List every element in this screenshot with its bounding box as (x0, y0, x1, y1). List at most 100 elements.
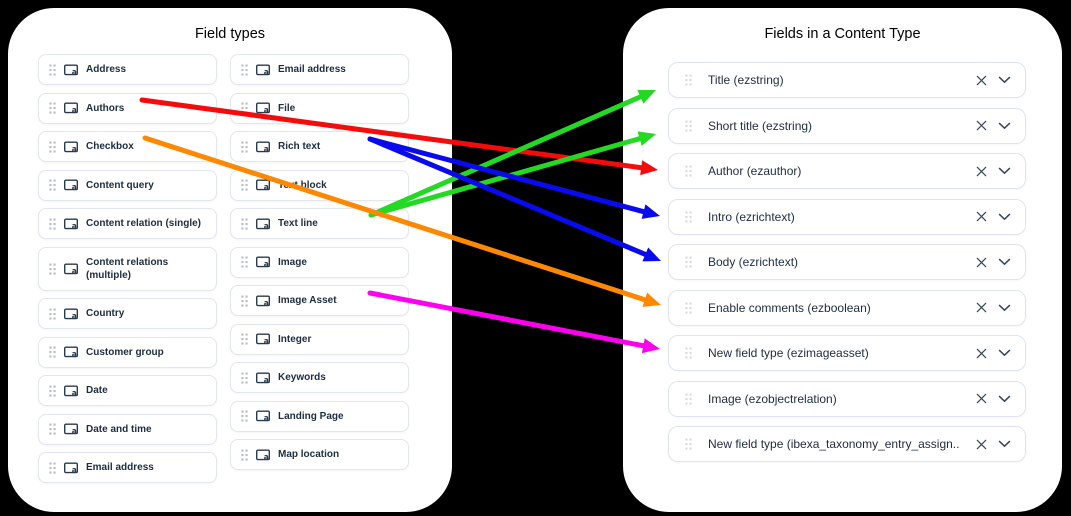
x-icon[interactable] (976, 211, 987, 222)
content-field-label: Image (ezobjectrelation) (708, 391, 837, 406)
field-input-icon: a (64, 179, 78, 191)
content-field-card[interactable]: Image (ezobjectrelation) (668, 380, 1026, 417)
drag-handle-icon[interactable] (49, 263, 56, 275)
drag-handle-icon[interactable] (685, 120, 692, 132)
field-input-icon: a (64, 102, 78, 114)
chevron-down-icon[interactable] (998, 395, 1011, 403)
x-icon[interactable] (976, 75, 987, 86)
field-input-icon: a (256, 449, 270, 461)
svg-text:a: a (72, 465, 77, 473)
drag-handle-icon[interactable] (241, 295, 248, 307)
field-actions (976, 393, 1011, 404)
drag-handle-icon[interactable] (241, 141, 248, 153)
svg-text:a: a (72, 427, 77, 435)
drag-handle-icon[interactable] (241, 102, 248, 114)
drag-handle-icon[interactable] (49, 423, 56, 435)
chevron-down-icon[interactable] (998, 122, 1011, 130)
content-field-card[interactable]: New field type (ezimageasset) (668, 335, 1026, 371)
chevron-down-icon[interactable] (998, 213, 1011, 221)
content-field-label: Intro (ezrichtext) (708, 209, 795, 224)
content-type-fields-list: Title (ezstring) Short title (ezstring) Au… (668, 62, 1026, 462)
x-icon[interactable] (976, 257, 987, 268)
drag-handle-icon[interactable] (49, 346, 56, 358)
content-field-card[interactable]: Enable comments (ezboolean) (668, 289, 1026, 326)
drag-handle-icon[interactable] (241, 333, 248, 345)
drag-handle-icon[interactable] (241, 179, 248, 191)
content-field-card[interactable]: Short title (ezstring) (668, 107, 1026, 144)
content-field-label: New field type (ibexa_taxonomy_entry_ass… (708, 437, 960, 451)
x-icon[interactable] (976, 120, 987, 131)
x-icon[interactable] (976, 393, 987, 404)
chevron-down-icon[interactable] (998, 440, 1011, 448)
chevron-down-icon[interactable] (998, 258, 1011, 266)
drag-handle-icon[interactable] (685, 438, 692, 450)
drag-handle-icon[interactable] (241, 449, 248, 461)
drag-handle-icon[interactable] (49, 308, 56, 320)
field-input-icon: a (64, 423, 78, 435)
drag-handle-icon[interactable] (685, 165, 692, 177)
svg-text:a: a (72, 67, 77, 75)
drag-handle-icon[interactable] (685, 347, 692, 359)
drag-handle-icon[interactable] (685, 211, 692, 223)
drag-handle-icon[interactable] (241, 372, 248, 384)
drag-handle-icon[interactable] (685, 393, 692, 405)
svg-text:a: a (264, 67, 269, 75)
drag-handle-icon[interactable] (241, 256, 248, 268)
drag-handle-icon[interactable] (49, 218, 56, 230)
content-field-card[interactable]: Intro (ezrichtext) (668, 198, 1026, 235)
chevron-down-icon[interactable] (998, 167, 1011, 175)
field-input-icon: a (256, 295, 270, 307)
drag-handle-icon[interactable] (49, 385, 56, 397)
field-actions (976, 257, 1011, 268)
x-icon[interactable] (976, 348, 987, 359)
x-icon[interactable] (976, 439, 987, 450)
chevron-down-icon[interactable] (998, 76, 1011, 84)
svg-text:a: a (72, 311, 77, 319)
drag-handle-icon[interactable] (241, 410, 248, 422)
drag-handle-icon[interactable] (49, 179, 56, 191)
drag-handle-icon[interactable] (685, 302, 692, 314)
content-field-card[interactable]: New field type (ibexa_taxonomy_entry_ass… (668, 426, 1026, 462)
drag-handle-icon[interactable] (241, 64, 248, 76)
x-icon[interactable] (976, 166, 987, 177)
drag-handle-icon[interactable] (241, 218, 248, 230)
drag-handle-icon[interactable] (49, 462, 56, 474)
drag-handle-icon[interactable] (685, 256, 692, 268)
x-icon[interactable] (976, 302, 987, 313)
drag-handle-icon[interactable] (49, 102, 56, 114)
content-field-card[interactable]: Title (ezstring) (668, 62, 1026, 98)
field-input-icon: a (64, 64, 78, 76)
field-types-title: Field types (194, 26, 266, 42)
content-field-card[interactable]: Body (ezrichtext) (668, 244, 1026, 280)
chevron-down-icon[interactable] (998, 349, 1011, 357)
drag-handle-icon[interactable] (685, 74, 692, 86)
chevron-down-icon[interactable] (998, 304, 1011, 312)
drag-handle-icon[interactable] (49, 64, 56, 76)
field-type-label: Image (278, 256, 307, 268)
drag-handle-icon[interactable] (49, 141, 56, 153)
content-field-card[interactable]: Author (ezauthor) (668, 153, 1026, 189)
